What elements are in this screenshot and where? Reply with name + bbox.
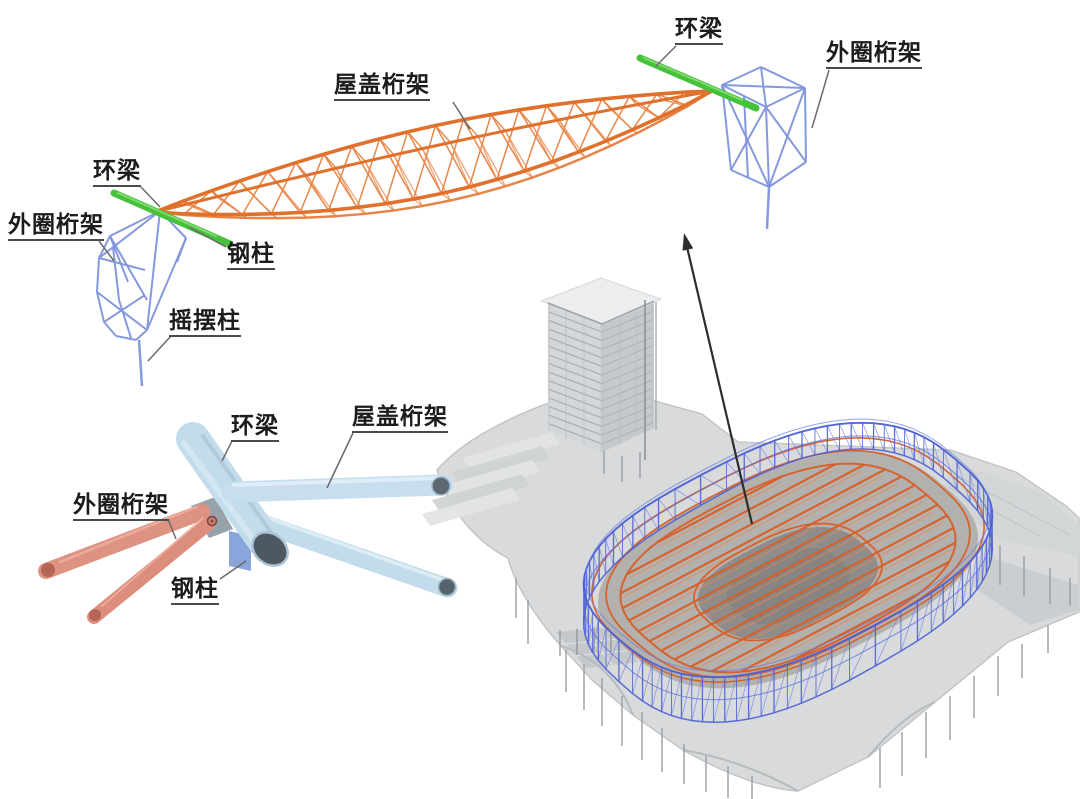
label-swing-column: 摇摆柱 — [169, 307, 241, 338]
label-ring-beam-top: 环梁 — [675, 15, 723, 46]
stadium-structure — [582, 418, 994, 724]
label-ring-beam-left: 环梁 — [93, 157, 141, 188]
label-outer-truss-detail: 外圈桁架 — [73, 491, 169, 522]
label-roof-truss-detail: 屋盖桁架 — [352, 403, 448, 434]
label-steel-column-detail: 钢柱 — [171, 575, 219, 606]
label-outer-truss-left: 外圈桁架 — [8, 211, 104, 242]
leader-lines — [98, 45, 830, 580]
label-roof-truss-top: 屋盖桁架 — [334, 71, 430, 102]
label-steel-column-left: 钢柱 — [227, 240, 275, 271]
joint-detail-render — [38, 422, 458, 624]
tower-building — [539, 277, 663, 460]
label-outer-truss-top: 外圈桁架 — [826, 39, 922, 70]
label-ring-beam-detail: 环梁 — [231, 412, 279, 443]
location-arrow — [682, 233, 754, 525]
roof-truss-assembly — [96, 54, 807, 387]
